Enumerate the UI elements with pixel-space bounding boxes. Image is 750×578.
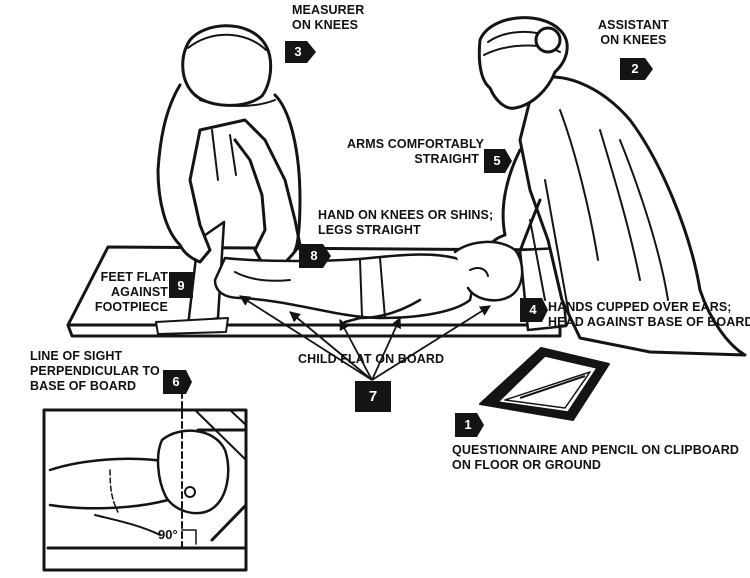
step-6-badge — [163, 370, 192, 394]
step-4-badge — [520, 298, 548, 322]
step-9-badge — [169, 272, 193, 298]
step-8-badge — [299, 244, 331, 268]
step-1-number: 1 — [464, 417, 472, 432]
label-angle: 90° — [158, 527, 178, 542]
step-9-number: 9 — [177, 278, 185, 293]
label-hand-on-knees: HAND ON KNEES OR SHINS;LEGS STRAIGHT — [318, 208, 494, 237]
child-flat-arrows — [239, 295, 491, 381]
child-figure — [213, 240, 524, 324]
label-child-flat: CHILD FLAT ON BOARD — [298, 352, 445, 366]
step-4-number: 4 — [529, 302, 537, 317]
label-hands-cupped: HANDS CUPPED OVER EARS;HEAD AGAINST BASE… — [548, 300, 750, 329]
step-3-badge — [285, 41, 316, 63]
measurer-figure — [156, 24, 302, 270]
step-5-badge — [484, 149, 512, 173]
step-6-number: 6 — [172, 374, 180, 389]
step-5-number: 5 — [493, 153, 501, 168]
step-2-number: 2 — [631, 61, 639, 76]
inset-head-detail — [42, 371, 248, 572]
step-7-badge: 7 — [355, 381, 391, 412]
step-badges — [163, 41, 653, 437]
step-3-number: 3 — [294, 44, 302, 59]
clipboard — [479, 347, 610, 421]
step-2-badge — [620, 58, 653, 80]
step-1-badge — [455, 413, 484, 437]
step-8-number: 8 — [310, 248, 318, 263]
